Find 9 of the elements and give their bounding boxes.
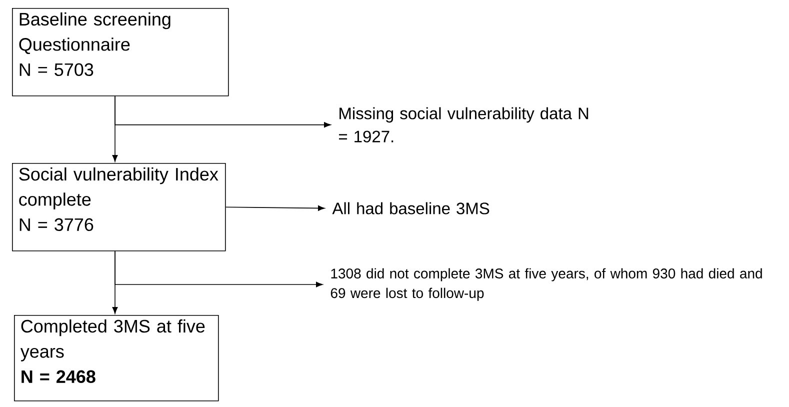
note-text: 1308 did not complete 3MS at five years, of whom 930 had died and 69 were lost to follow-up [330, 268, 762, 301]
process-box: Baseline screening Questionnaire N = 5703 [12, 8, 229, 96]
note-text: Missing social vulnerability data N = 1927. [339, 107, 588, 142]
process-box: Social vulnerability Index complete N = 3776 [12, 163, 226, 252]
note-text: All had baseline 3MS [332, 202, 490, 214]
arrow [225, 205, 325, 211]
arrow [114, 96, 331, 128]
arrow [112, 250, 118, 314]
process-box: Completed 3MS at five years N = 2468 [14, 315, 219, 402]
